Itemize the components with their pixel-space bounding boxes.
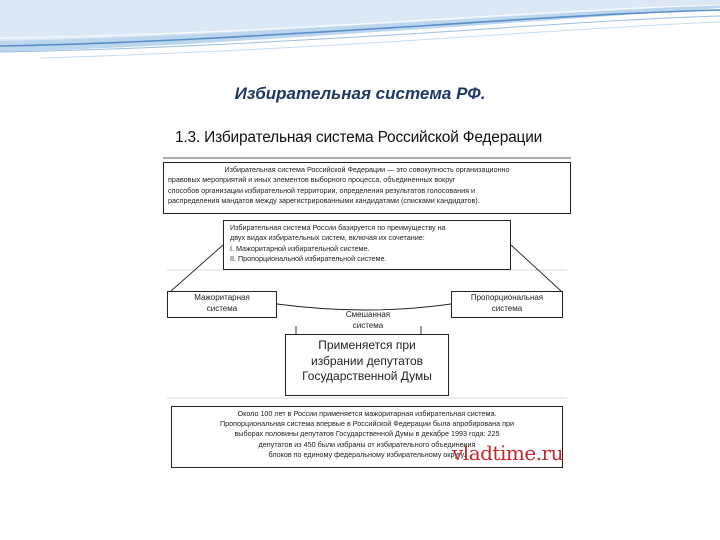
proportional-label: Пропорциональная — [452, 293, 562, 304]
proportional-label-2: система — [452, 304, 562, 315]
definition-line: правовых мероприятий и иных элементов вы… — [168, 175, 566, 185]
rf-line: II. Пропорциональной избирательной систе… — [230, 254, 504, 264]
majoritarian-label: Мажоритарная — [168, 293, 276, 304]
definition-line: распределения мандатов между зарегистрир… — [168, 196, 566, 206]
majoritarian-label-2: система — [168, 304, 276, 315]
duma-line: Применяется при — [286, 338, 448, 354]
mixed-system-label: Смешанная система — [313, 310, 423, 332]
figure-heading: 1.3. Избирательная система Российской Фе… — [175, 129, 542, 147]
election-system-diagram: 1.3. Избирательная система Российской Фе… — [163, 128, 571, 468]
duma-line: Государственной Думы — [286, 369, 448, 385]
rf-line: двух видах избирательных систем, включая… — [230, 233, 504, 243]
definition-line: способов организации избирательной терри… — [168, 186, 566, 196]
history-line: выборах половины депутатов Государственн… — [176, 429, 558, 439]
duma-line: избрании депутатов — [286, 354, 448, 370]
definition-line: Избирательная система Российской Федерац… — [168, 165, 566, 175]
watermark-logo: vladtime.ru — [452, 441, 563, 465]
rf-line: Избирательная система России базируется … — [230, 223, 504, 233]
definition-box: Избирательная система Российской Федерац… — [163, 162, 571, 214]
proportional-system-box: Пропорциональная система — [451, 291, 563, 318]
slide-title: Избирательная система РФ. — [0, 84, 720, 104]
duma-application-box: Применяется при избрании депутатов Госуд… — [285, 334, 449, 396]
decorative-wave-banner — [0, 0, 720, 80]
mixed-label: Смешанная — [313, 310, 423, 321]
majoritarian-system-box: Мажоритарная система — [167, 291, 277, 318]
history-line: Пропорциональная система впервые в Росси… — [176, 419, 558, 429]
rf-line: I. Мажоритарной избирательной системе. — [230, 244, 504, 254]
history-line: Около 100 лет в России применяется мажор… — [176, 409, 558, 419]
mixed-label-2: система — [313, 321, 423, 332]
russian-system-box: Избирательная система России базируется … — [223, 220, 511, 270]
